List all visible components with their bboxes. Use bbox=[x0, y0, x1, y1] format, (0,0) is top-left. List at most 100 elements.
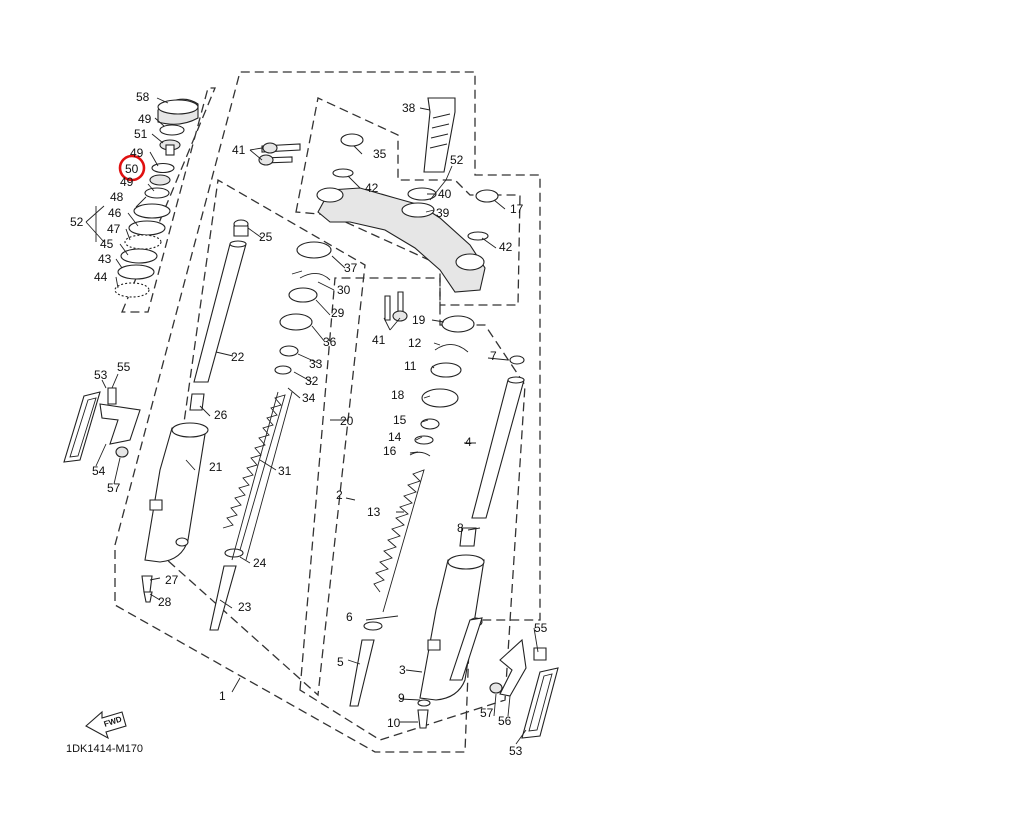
label-10: 10 bbox=[387, 716, 401, 730]
seal-19 bbox=[441, 315, 475, 333]
label-21: 21 bbox=[209, 460, 223, 474]
clip-12 bbox=[434, 344, 469, 353]
stem-38 bbox=[423, 97, 456, 173]
label-17: 17 bbox=[510, 202, 524, 216]
label-49-a: 49 bbox=[138, 112, 152, 126]
label-25: 25 bbox=[259, 230, 273, 244]
label-48: 48 bbox=[110, 190, 124, 204]
damper-rod-5 bbox=[349, 639, 375, 707]
left-fork-leg bbox=[141, 219, 332, 631]
collar-8 bbox=[459, 527, 477, 547]
label-38: 38 bbox=[402, 101, 416, 115]
group-outlines bbox=[114, 71, 541, 753]
bracket-54 bbox=[99, 403, 141, 445]
link-bracket bbox=[449, 617, 483, 681]
clip-16 bbox=[409, 451, 431, 457]
label-49-c: 49 bbox=[120, 175, 134, 189]
oring-14 bbox=[414, 435, 434, 445]
label-7: 7 bbox=[490, 349, 497, 363]
bolt-28 bbox=[143, 591, 153, 603]
nut-29 bbox=[288, 287, 318, 303]
label-23: 23 bbox=[238, 600, 252, 614]
label-18: 18 bbox=[391, 388, 405, 402]
label-31: 31 bbox=[278, 464, 292, 478]
label-55-a: 55 bbox=[117, 360, 131, 374]
label-57-b: 57 bbox=[480, 706, 494, 720]
nut-18 bbox=[421, 388, 459, 408]
label-15: 15 bbox=[393, 413, 407, 427]
bearing-44 bbox=[114, 282, 150, 298]
race-48 bbox=[133, 203, 171, 219]
reflector-assemblies bbox=[63, 387, 559, 739]
seal-46 bbox=[128, 220, 166, 236]
label-36: 36 bbox=[323, 335, 337, 349]
label-52-b: 52 bbox=[450, 153, 464, 167]
right-fork-leg bbox=[349, 315, 525, 729]
ring-6 bbox=[363, 621, 383, 631]
label-6: 6 bbox=[346, 610, 353, 624]
fork-brackets bbox=[258, 97, 499, 322]
label-1: 1 bbox=[219, 689, 226, 703]
label-2: 2 bbox=[336, 488, 343, 502]
label-16: 16 bbox=[383, 444, 397, 458]
label-53-b: 53 bbox=[509, 744, 523, 758]
label-20: 20 bbox=[340, 414, 354, 428]
label-52-a: 52 bbox=[70, 215, 84, 229]
washer-49-mid bbox=[151, 162, 175, 174]
clip-30 bbox=[299, 273, 331, 281]
label-50: 50 bbox=[125, 162, 139, 176]
label-49-b: 49 bbox=[130, 146, 144, 160]
label-35: 35 bbox=[373, 147, 387, 161]
label-45: 45 bbox=[100, 237, 114, 251]
race-43 bbox=[117, 264, 155, 280]
clip-42a bbox=[332, 168, 354, 178]
label-9: 9 bbox=[398, 691, 405, 705]
label-41-a: 41 bbox=[232, 143, 246, 157]
washer-9 bbox=[417, 699, 431, 707]
label-42-b: 42 bbox=[499, 240, 513, 254]
label-22: 22 bbox=[231, 350, 245, 364]
cap-15 bbox=[420, 418, 440, 430]
nut-57-left bbox=[115, 446, 129, 458]
label-19: 19 bbox=[412, 313, 426, 327]
fwd-arrow: FWD bbox=[85, 710, 127, 740]
clip-42b bbox=[467, 231, 489, 241]
nut-57-right bbox=[489, 682, 503, 694]
label-32: 32 bbox=[305, 374, 319, 388]
label-46: 46 bbox=[108, 206, 122, 220]
label-30: 30 bbox=[337, 283, 351, 297]
spring-seat-7 bbox=[509, 355, 525, 365]
label-28: 28 bbox=[158, 595, 172, 609]
label-55-b: 55 bbox=[534, 621, 548, 635]
cap-35 bbox=[340, 133, 364, 147]
cap-17 bbox=[475, 189, 499, 203]
bolt-55-right bbox=[533, 647, 547, 661]
label-37: 37 bbox=[344, 261, 358, 275]
diagram-code: 1DK1414-M170 bbox=[66, 743, 143, 755]
label-44: 44 bbox=[94, 270, 108, 284]
damper-rod-23 bbox=[209, 565, 237, 631]
label-53-a: 53 bbox=[94, 368, 108, 382]
seal-11 bbox=[430, 362, 462, 378]
washer-49-top bbox=[159, 124, 185, 136]
spring-13 bbox=[373, 469, 425, 613]
label-42-a: 42 bbox=[365, 181, 379, 195]
cap-33 bbox=[279, 345, 299, 357]
label-58: 58 bbox=[136, 90, 150, 104]
inner-tube-4 bbox=[471, 379, 525, 519]
ring-39 bbox=[401, 202, 435, 218]
label-34: 34 bbox=[302, 391, 316, 405]
part-labels: 58 49 51 49 50 49 48 46 52 47 45 43 44 3… bbox=[70, 90, 548, 758]
label-40: 40 bbox=[438, 187, 452, 201]
label-29: 29 bbox=[331, 306, 345, 320]
under-bracket bbox=[317, 187, 486, 293]
bolt-10 bbox=[417, 709, 429, 729]
label-27: 27 bbox=[165, 573, 179, 587]
label-47: 47 bbox=[107, 222, 121, 236]
label-26: 26 bbox=[214, 408, 228, 422]
label-56: 56 bbox=[498, 714, 512, 728]
ring-nut-50 bbox=[149, 174, 171, 186]
bolt-27 bbox=[141, 575, 153, 593]
label-43: 43 bbox=[98, 252, 112, 266]
seal-37 bbox=[296, 241, 332, 259]
